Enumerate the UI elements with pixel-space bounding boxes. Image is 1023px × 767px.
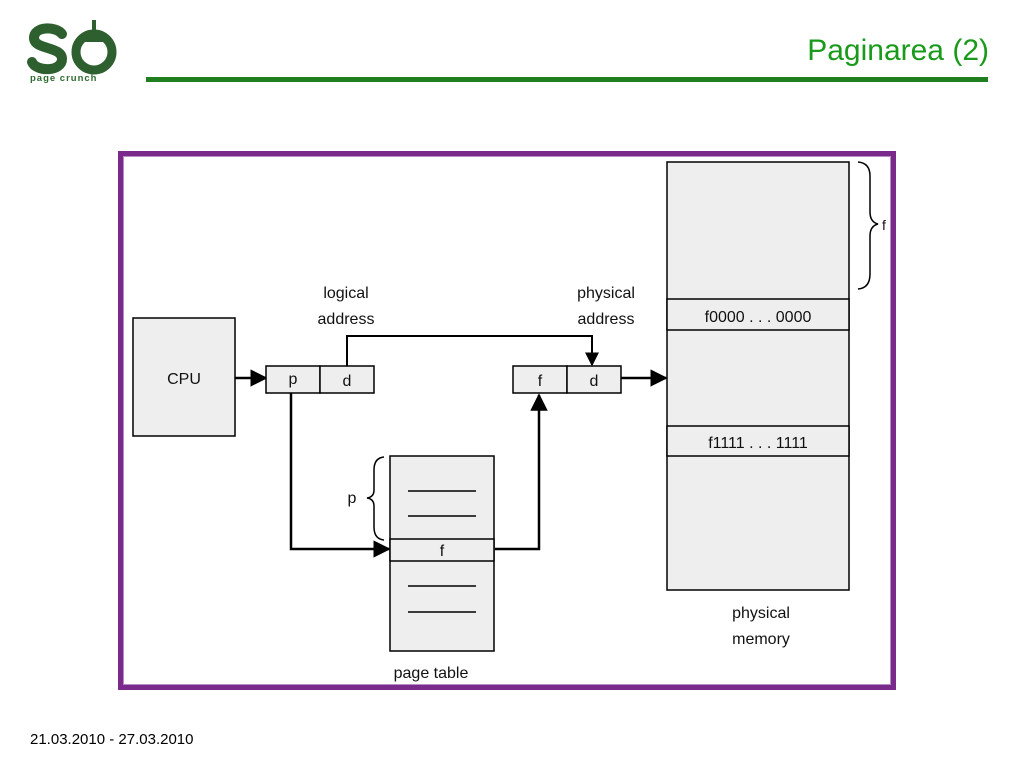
page-table-entry xyxy=(389,538,495,562)
frame-end-row xyxy=(666,425,850,457)
page-table-brace xyxy=(366,456,385,541)
memory-label-line1: physical xyxy=(732,605,790,622)
logical-p-cell: p xyxy=(289,371,298,388)
frame-start-label: f0000 . . . 0000 xyxy=(705,309,812,326)
frame-brace xyxy=(857,161,879,290)
physical-address-label-line2: address xyxy=(578,311,635,328)
footer-date: 21.03.2010 - 27.03.2010 xyxy=(30,731,194,748)
frame-end-label: f1111 . . . 1111 xyxy=(708,435,808,452)
so-logo xyxy=(27,20,117,75)
physical-d-cell: d xyxy=(590,373,599,390)
logical-d-cell: d xyxy=(343,373,352,390)
page-table: f xyxy=(389,455,495,652)
physical-f-cell: f xyxy=(538,373,543,390)
frame-brace-label: f xyxy=(882,217,886,233)
cpu-box: CPU xyxy=(132,317,236,437)
page-table-label: page table xyxy=(394,665,469,682)
page-table-entry-label: f xyxy=(440,543,445,560)
logical-address-box: p d xyxy=(265,365,375,394)
logical-address-label-line1: logical xyxy=(323,285,368,302)
table-to-frame-arrow xyxy=(495,393,548,551)
page-table-brace-label: p xyxy=(348,490,357,507)
logo-acorn-icon xyxy=(71,20,117,75)
physical-memory: f0000 . . . 0000 f1111 . . . 1111 xyxy=(666,161,850,591)
cpu-label: CPU xyxy=(167,371,201,388)
logical-address-label-line2: address xyxy=(318,311,375,328)
memory-label-line2: memory xyxy=(732,631,790,648)
offset-connector-arrow xyxy=(346,335,599,367)
logo-s-glyph xyxy=(27,23,68,75)
logo-tagline: page crunch xyxy=(30,73,98,84)
frame-start-row xyxy=(666,298,850,331)
physical-address-box: f d xyxy=(512,365,622,394)
page-number-to-table-arrow xyxy=(289,393,391,558)
title-underline xyxy=(146,77,988,82)
slide-title: Paginarea (2) xyxy=(807,34,989,67)
physical-address-label-line1: physical xyxy=(577,285,635,302)
